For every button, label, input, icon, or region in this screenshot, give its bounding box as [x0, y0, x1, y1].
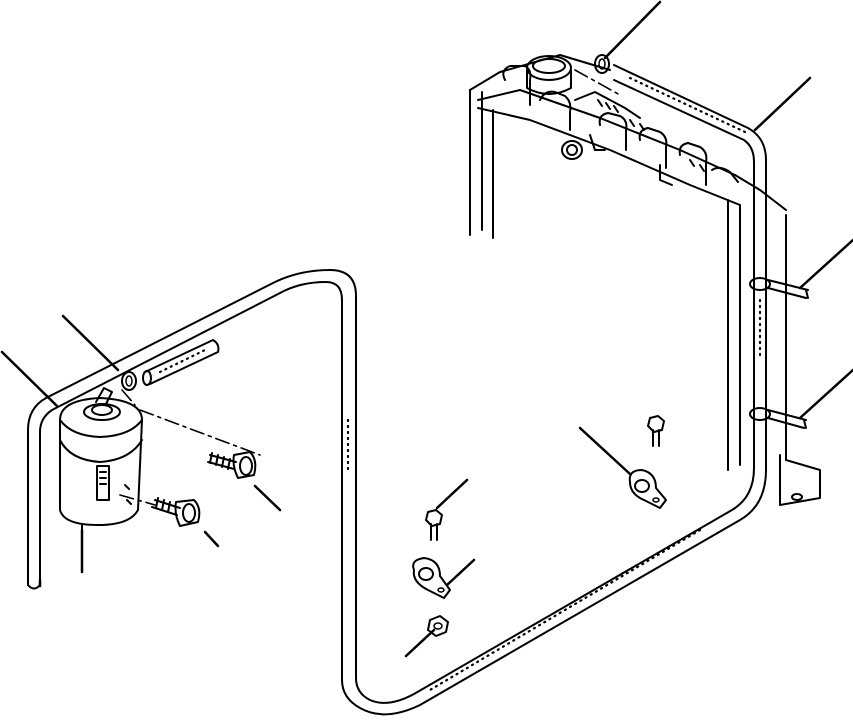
callout-leader: [61, 314, 120, 372]
radiator-icon: [469, 54, 821, 506]
tie-band-icon: [749, 407, 807, 429]
tie-band-icon: [749, 277, 809, 299]
hose-icon: [27, 64, 767, 716]
callout-leader: [404, 628, 436, 658]
callout-leaders: [0, 0, 853, 658]
bolt-icon: [151, 497, 201, 527]
hose-clamp-icon: [121, 371, 137, 391]
callout-leader: [603, 0, 662, 60]
callout-leader: [253, 484, 282, 512]
reservoir-icon: [59, 387, 143, 573]
callout-leader: [798, 238, 853, 290]
callout-leader: [445, 558, 476, 587]
phantom-lines: [119, 69, 621, 506]
hose-clamp-icon: [594, 54, 610, 74]
callout-leader: [753, 76, 812, 132]
p-clip-icon: [628, 469, 667, 509]
bolt-icon: [207, 451, 257, 479]
callout-leader: [578, 426, 632, 476]
bolt-icon: [647, 415, 665, 447]
callout-leader: [0, 350, 59, 408]
callout-leader: [798, 368, 853, 420]
callout-leader: [435, 478, 469, 510]
hose-icon: [142, 339, 220, 386]
nut-icon: [427, 615, 449, 637]
bolt-icon: [425, 509, 443, 541]
callout-leader: [203, 530, 220, 548]
p-clip-icon: [412, 557, 451, 599]
